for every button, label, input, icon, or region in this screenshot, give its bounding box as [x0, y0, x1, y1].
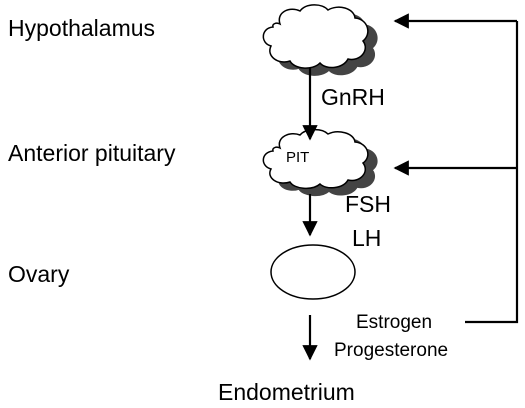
progesterone-label: Progesterone: [334, 340, 448, 361]
estrogen-label: Estrogen: [356, 312, 432, 333]
hypothalamus-label: Hypothalamus: [8, 15, 155, 41]
lh-label: LH: [352, 225, 381, 251]
gnrh-label: GnRH: [321, 84, 385, 110]
feedback-line: [465, 21, 519, 324]
hypothalamus-cloud: [262, 4, 378, 76]
hypothalamus-cloud-body: [262, 4, 369, 69]
pituitary-cloud: PIT: [262, 128, 378, 197]
endometrium-label: Endometrium: [218, 379, 355, 405]
pituitary-cloud-label: PIT: [286, 149, 309, 166]
ovary-label: Ovary: [8, 261, 70, 287]
pituitary-cloud-body: [262, 128, 369, 190]
ovary-shape: [270, 244, 356, 300]
fsh-label: FSH: [345, 191, 391, 217]
anterior-pituitary-label: Anterior pituitary: [8, 140, 176, 166]
